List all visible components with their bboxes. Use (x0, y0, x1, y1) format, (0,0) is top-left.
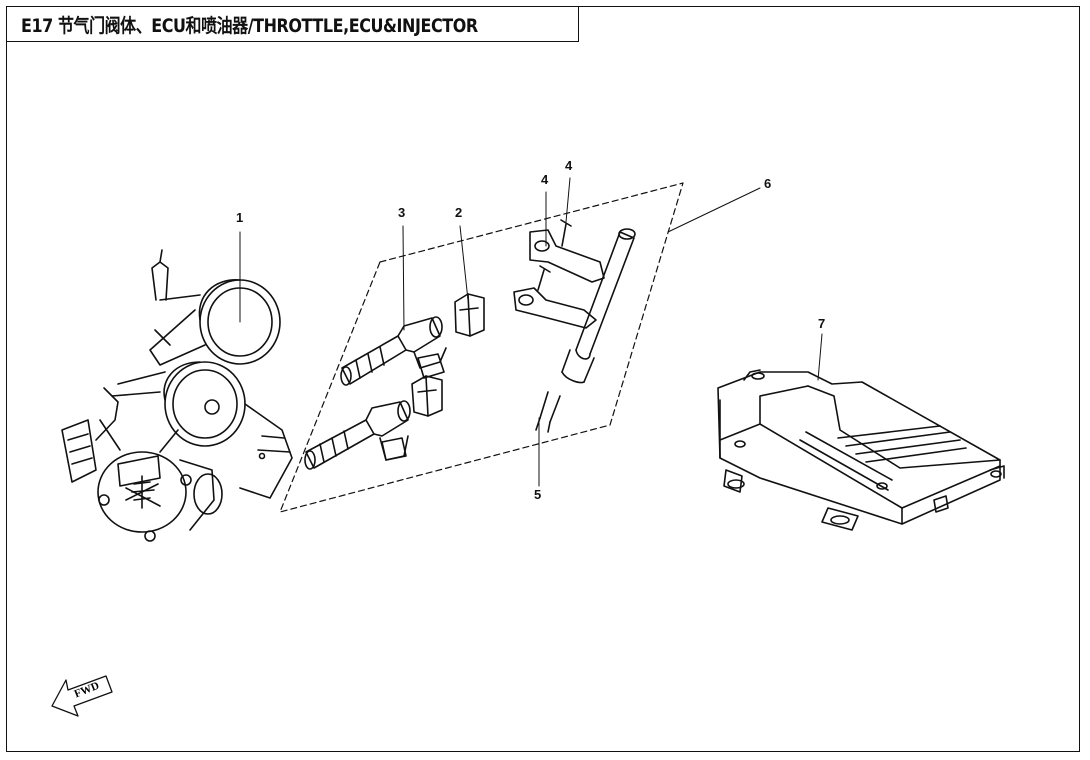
callout-6: 6 (764, 176, 772, 191)
callout-2: 2 (455, 205, 463, 220)
throttle-body-part (61, 249, 293, 542)
cap-seal-part (411, 293, 485, 417)
callout-1: 1 (236, 210, 244, 225)
assembly-outline (279, 182, 684, 513)
callout-7: 7 (818, 316, 826, 331)
title-box: E17 节气门阀体、ECU和喷油器/THROTTLE,ECU&INJECTOR (6, 6, 579, 42)
leader-lines (239, 177, 823, 487)
ecu-part (717, 369, 1005, 531)
callout-3: 3 (398, 205, 406, 220)
injector-upper (340, 316, 447, 386)
callout-4a: 4 (541, 172, 549, 187)
page-title: E17 节气门阀体、ECU和喷油器/THROTTLE,ECU&INJECTOR (21, 15, 478, 37)
callout-5: 5 (534, 487, 542, 502)
fwd-arrow-icon (51, 675, 113, 717)
fuel-rail-part (513, 219, 636, 433)
callout-4b: 4 (565, 158, 573, 173)
injector-lower (304, 400, 411, 470)
